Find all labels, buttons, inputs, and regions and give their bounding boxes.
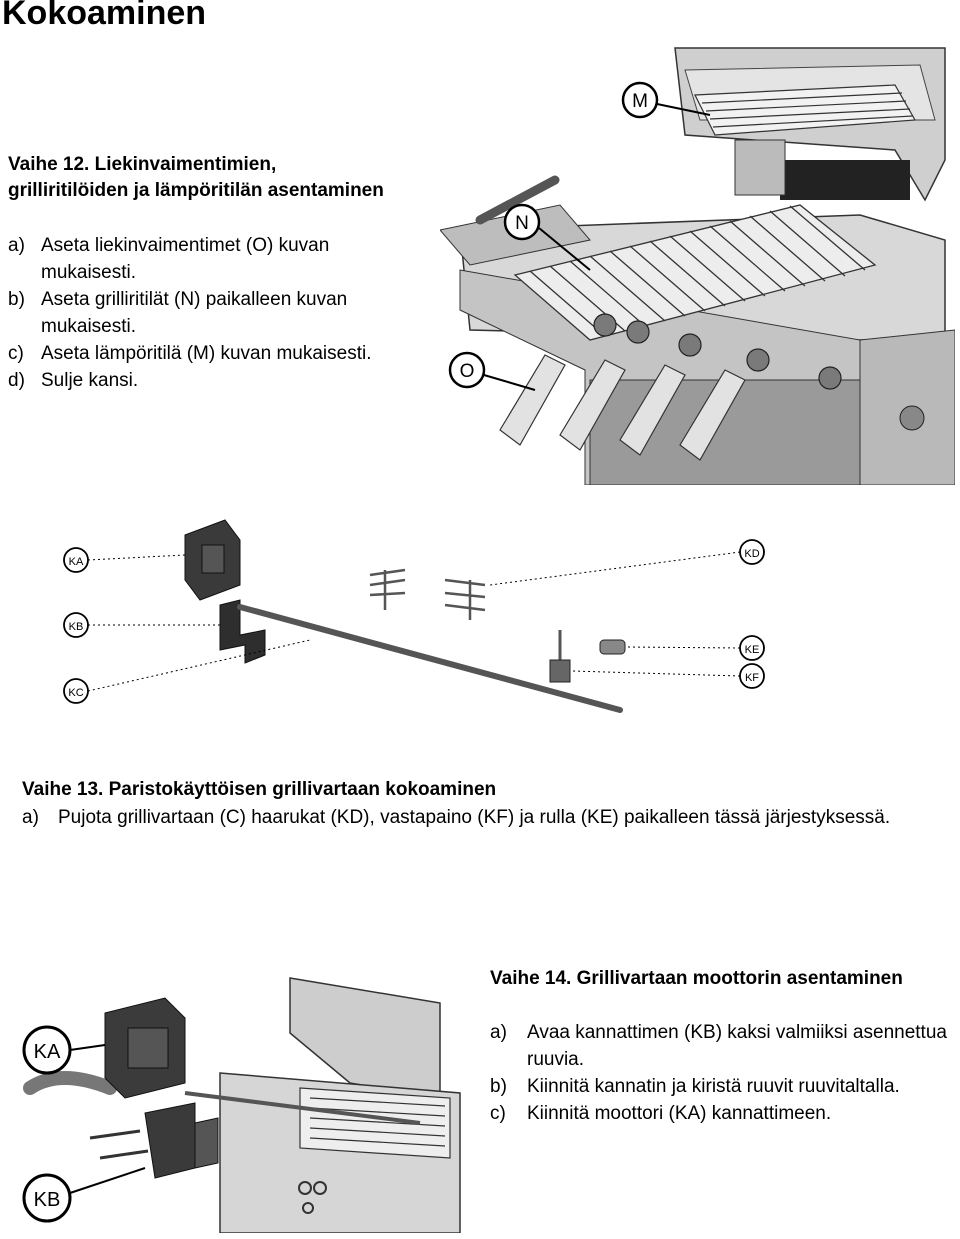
callout-ke: KE <box>627 635 765 661</box>
callout-o: O <box>448 351 536 391</box>
cooking-grates <box>513 204 877 341</box>
svg-text:KD: KD <box>744 548 759 560</box>
callout-kd: KD <box>489 539 765 586</box>
svg-text:KA: KA <box>34 1041 61 1063</box>
motor-socket <box>127 1027 169 1069</box>
list-marker: b) <box>490 1076 507 1097</box>
list-marker: a) <box>8 235 25 256</box>
flame-tamers <box>499 354 746 461</box>
motor-socket <box>201 544 225 574</box>
list-text: Avaa kannattimen (KB) kaksi valmiiksi as… <box>527 1022 947 1070</box>
list-marker: a) <box>490 1022 507 1043</box>
step-12-title-line-1: Vaihe 12. Liekinvaimentimien, <box>8 154 277 175</box>
callout-ka: KA <box>22 1025 106 1075</box>
step-12-title: Vaihe 12. Liekinvaimentimien, grilliriti… <box>8 152 428 204</box>
step-14-instructions: a) Avaa kannattimen (KB) kaksi valmiiksi … <box>490 1019 950 1127</box>
warming-rack <box>694 84 916 136</box>
svg-text:KB: KB <box>34 1189 61 1211</box>
callout-kc: KC <box>63 639 311 704</box>
step-13-instructions: a) Pujota grillivartaan (C) haarukat (KD)… <box>22 804 922 831</box>
svg-text:N: N <box>515 213 529 234</box>
burner-vent <box>780 160 910 200</box>
list-marker: c) <box>8 343 24 364</box>
step-13-item-a: a) Pujota grillivartaan (C) haarukat (KD)… <box>22 804 922 831</box>
list-text: Sulje kansi. <box>41 370 139 391</box>
svg-text:KC: KC <box>68 687 83 699</box>
burner-knobs <box>593 313 842 390</box>
spit-rod <box>184 1091 421 1125</box>
svg-text:M: M <box>632 91 648 112</box>
step-12-item-b: b) Aseta grilliritilät (N) paikalleen kuv… <box>8 286 428 340</box>
callout-ka: KA <box>63 547 186 573</box>
side-knob <box>899 405 925 431</box>
grill-grates-figure: M N O <box>440 47 955 485</box>
side-handle <box>23 1071 117 1095</box>
spit-rod <box>237 604 623 713</box>
step-14-item-a: a) Avaa kannattimen (KB) kaksi valmiiksi … <box>490 1019 950 1073</box>
cooking-grates <box>299 1087 451 1159</box>
list-marker: a) <box>22 807 39 828</box>
roller <box>599 639 626 655</box>
screws <box>89 1129 149 1160</box>
step-14-title: Vaihe 14. Grillivartaan moottorin asenta… <box>490 968 903 989</box>
list-text: Pujota grillivartaan (C) haarukat (KD), … <box>58 807 891 828</box>
svg-text:KB: KB <box>69 621 84 633</box>
callout-kb: KB <box>22 1167 146 1223</box>
callout-n: N <box>503 203 591 271</box>
svg-text:KF: KF <box>745 672 759 684</box>
list-text: Aseta liekinvaimentimet (O) kuvan mukais… <box>41 235 330 283</box>
list-text: Aseta grilliritilät (N) paikalleen kuvan… <box>41 289 348 337</box>
side-handle <box>475 175 560 225</box>
svg-text:KA: KA <box>69 556 84 568</box>
list-text: Kiinnitä moottori (KA) kannattimeen. <box>527 1103 832 1124</box>
list-marker: d) <box>8 370 25 391</box>
list-marker: c) <box>490 1103 506 1124</box>
motor-mounting-figure: KA KB <box>22 977 461 1233</box>
rotisserie-parts-figure: KA KB KC KD KE KF <box>63 519 765 713</box>
step-14-item-c: c) Kiinnitä moottori (KA) kannattimeen. <box>490 1100 950 1127</box>
step-12-item-c: c) Aseta lämpöritilä (M) kuvan mukaisesti… <box>8 340 428 367</box>
list-text: Kiinnitä kannatin ja kiristä ruuvit ruuv… <box>527 1076 900 1097</box>
bracket <box>144 1102 196 1179</box>
counterweight <box>549 659 571 683</box>
bracket-flange <box>194 1117 219 1169</box>
step-14-item-b: b) Kiinnitä kannatin ja kiristä ruuvit ru… <box>490 1073 950 1100</box>
bracket-part <box>219 599 266 664</box>
callout-m: M <box>621 81 711 119</box>
callout-kb: KB <box>63 612 220 638</box>
list-marker: b) <box>8 289 25 310</box>
step-12-item-d: d) Sulje kansi. <box>8 367 428 394</box>
forks <box>369 568 486 620</box>
burner-knobs <box>298 1181 327 1214</box>
step-12-title-line-2: grilliritilöiden ja lämpöritilän asentam… <box>8 180 384 201</box>
step-12-instructions: a) Aseta liekinvaimentimet (O) kuvan muka… <box>8 232 428 394</box>
svg-text:O: O <box>460 361 475 382</box>
smoker-box <box>734 139 786 196</box>
step-12-item-a: a) Aseta liekinvaimentimet (O) kuvan muka… <box>8 232 428 286</box>
step-13-title: Vaihe 13. Paristokäyttöisen grillivartaa… <box>22 779 497 800</box>
page-title: Kokoaminen <box>2 0 207 32</box>
callout-kf: KF <box>571 663 765 689</box>
svg-text:KE: KE <box>745 644 760 656</box>
list-text: Aseta lämpöritilä (M) kuvan mukaisesti. <box>41 343 372 364</box>
